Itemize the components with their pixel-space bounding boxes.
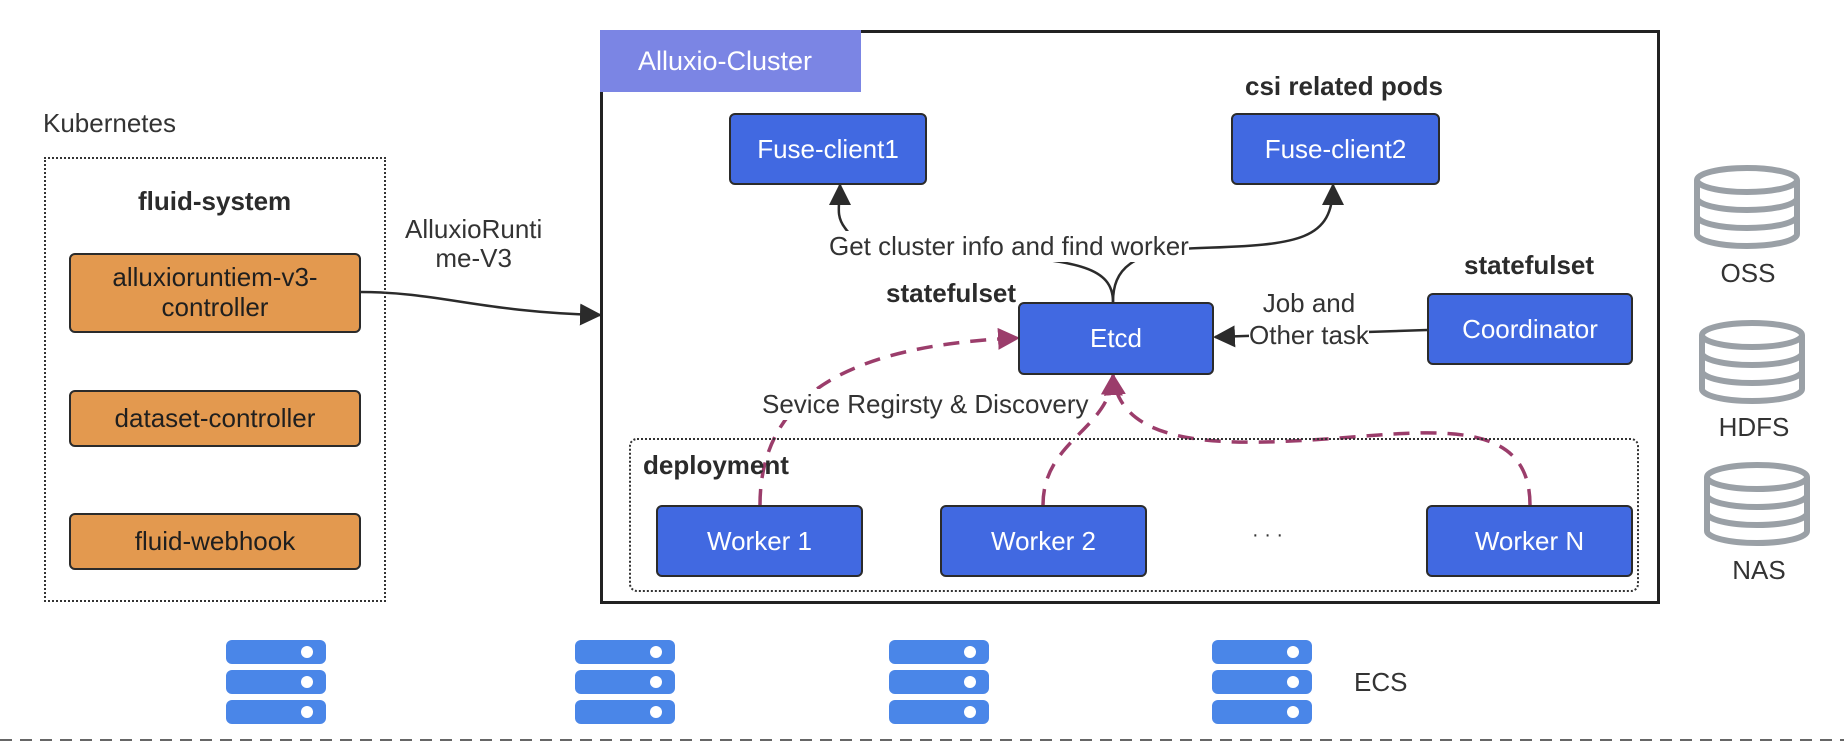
worker-n: Worker N <box>1426 505 1633 577</box>
etcd-statefulset-label: statefulset <box>886 278 1017 308</box>
coordinator-node: Coordinator <box>1427 293 1633 365</box>
server-stack-icon <box>1212 640 1312 730</box>
job-label: Job and Other task <box>1249 288 1369 352</box>
deployment-group <box>629 438 1639 592</box>
worker1-registry-arrow <box>758 327 1020 506</box>
database-icon <box>1704 462 1810 546</box>
etcd-node: Etcd <box>1018 302 1214 375</box>
worker-2: Worker 2 <box>940 505 1147 577</box>
database-icon <box>1694 165 1800 249</box>
alluxio-cluster-title: Alluxio-Cluster <box>600 30 861 92</box>
alluxio-cluster <box>600 30 1660 604</box>
server-stack-icon <box>889 640 989 730</box>
worker-1: Worker 1 <box>656 505 863 577</box>
fluid-system-group <box>44 157 386 602</box>
runtime-controller-arrow <box>359 290 602 326</box>
server-stack-icon <box>575 640 675 730</box>
runtime-edge-label: AlluxioRunti me-V3 <box>405 214 543 273</box>
cluster-info-label: Get cluster info and find worker <box>829 231 1189 262</box>
kubernetes-label: Kubernetes <box>43 108 176 138</box>
csi-pods-title: csi related pods <box>1245 71 1443 101</box>
ecs-label: ECS <box>1354 667 1408 697</box>
coordinator-statefulset-label: statefulset <box>1464 250 1595 280</box>
worker-ellipsis: · · · <box>1252 524 1284 546</box>
etcd-to-fuse2-arrow <box>1111 183 1344 303</box>
registry-label: Sevice Regirsty & Discovery <box>762 389 1089 420</box>
alluxio-runtime-controller: alluxioruntiem-v3- controller <box>69 253 361 333</box>
fluid-webhook: fluid-webhook <box>69 513 361 570</box>
hdfs-label: HDFS <box>1718 412 1790 442</box>
fuse-client-2: Fuse-client2 <box>1231 113 1440 185</box>
deployment-title: deployment <box>643 450 789 480</box>
nas-label: NAS <box>1732 555 1786 585</box>
database-icon <box>1699 320 1805 404</box>
fluid-system-title: fluid-system <box>138 186 292 216</box>
oss-label: OSS <box>1720 258 1776 288</box>
fuse-client-1: Fuse-client1 <box>729 113 927 185</box>
server-stack-icon <box>226 640 326 730</box>
dataset-controller: dataset-controller <box>69 390 361 447</box>
